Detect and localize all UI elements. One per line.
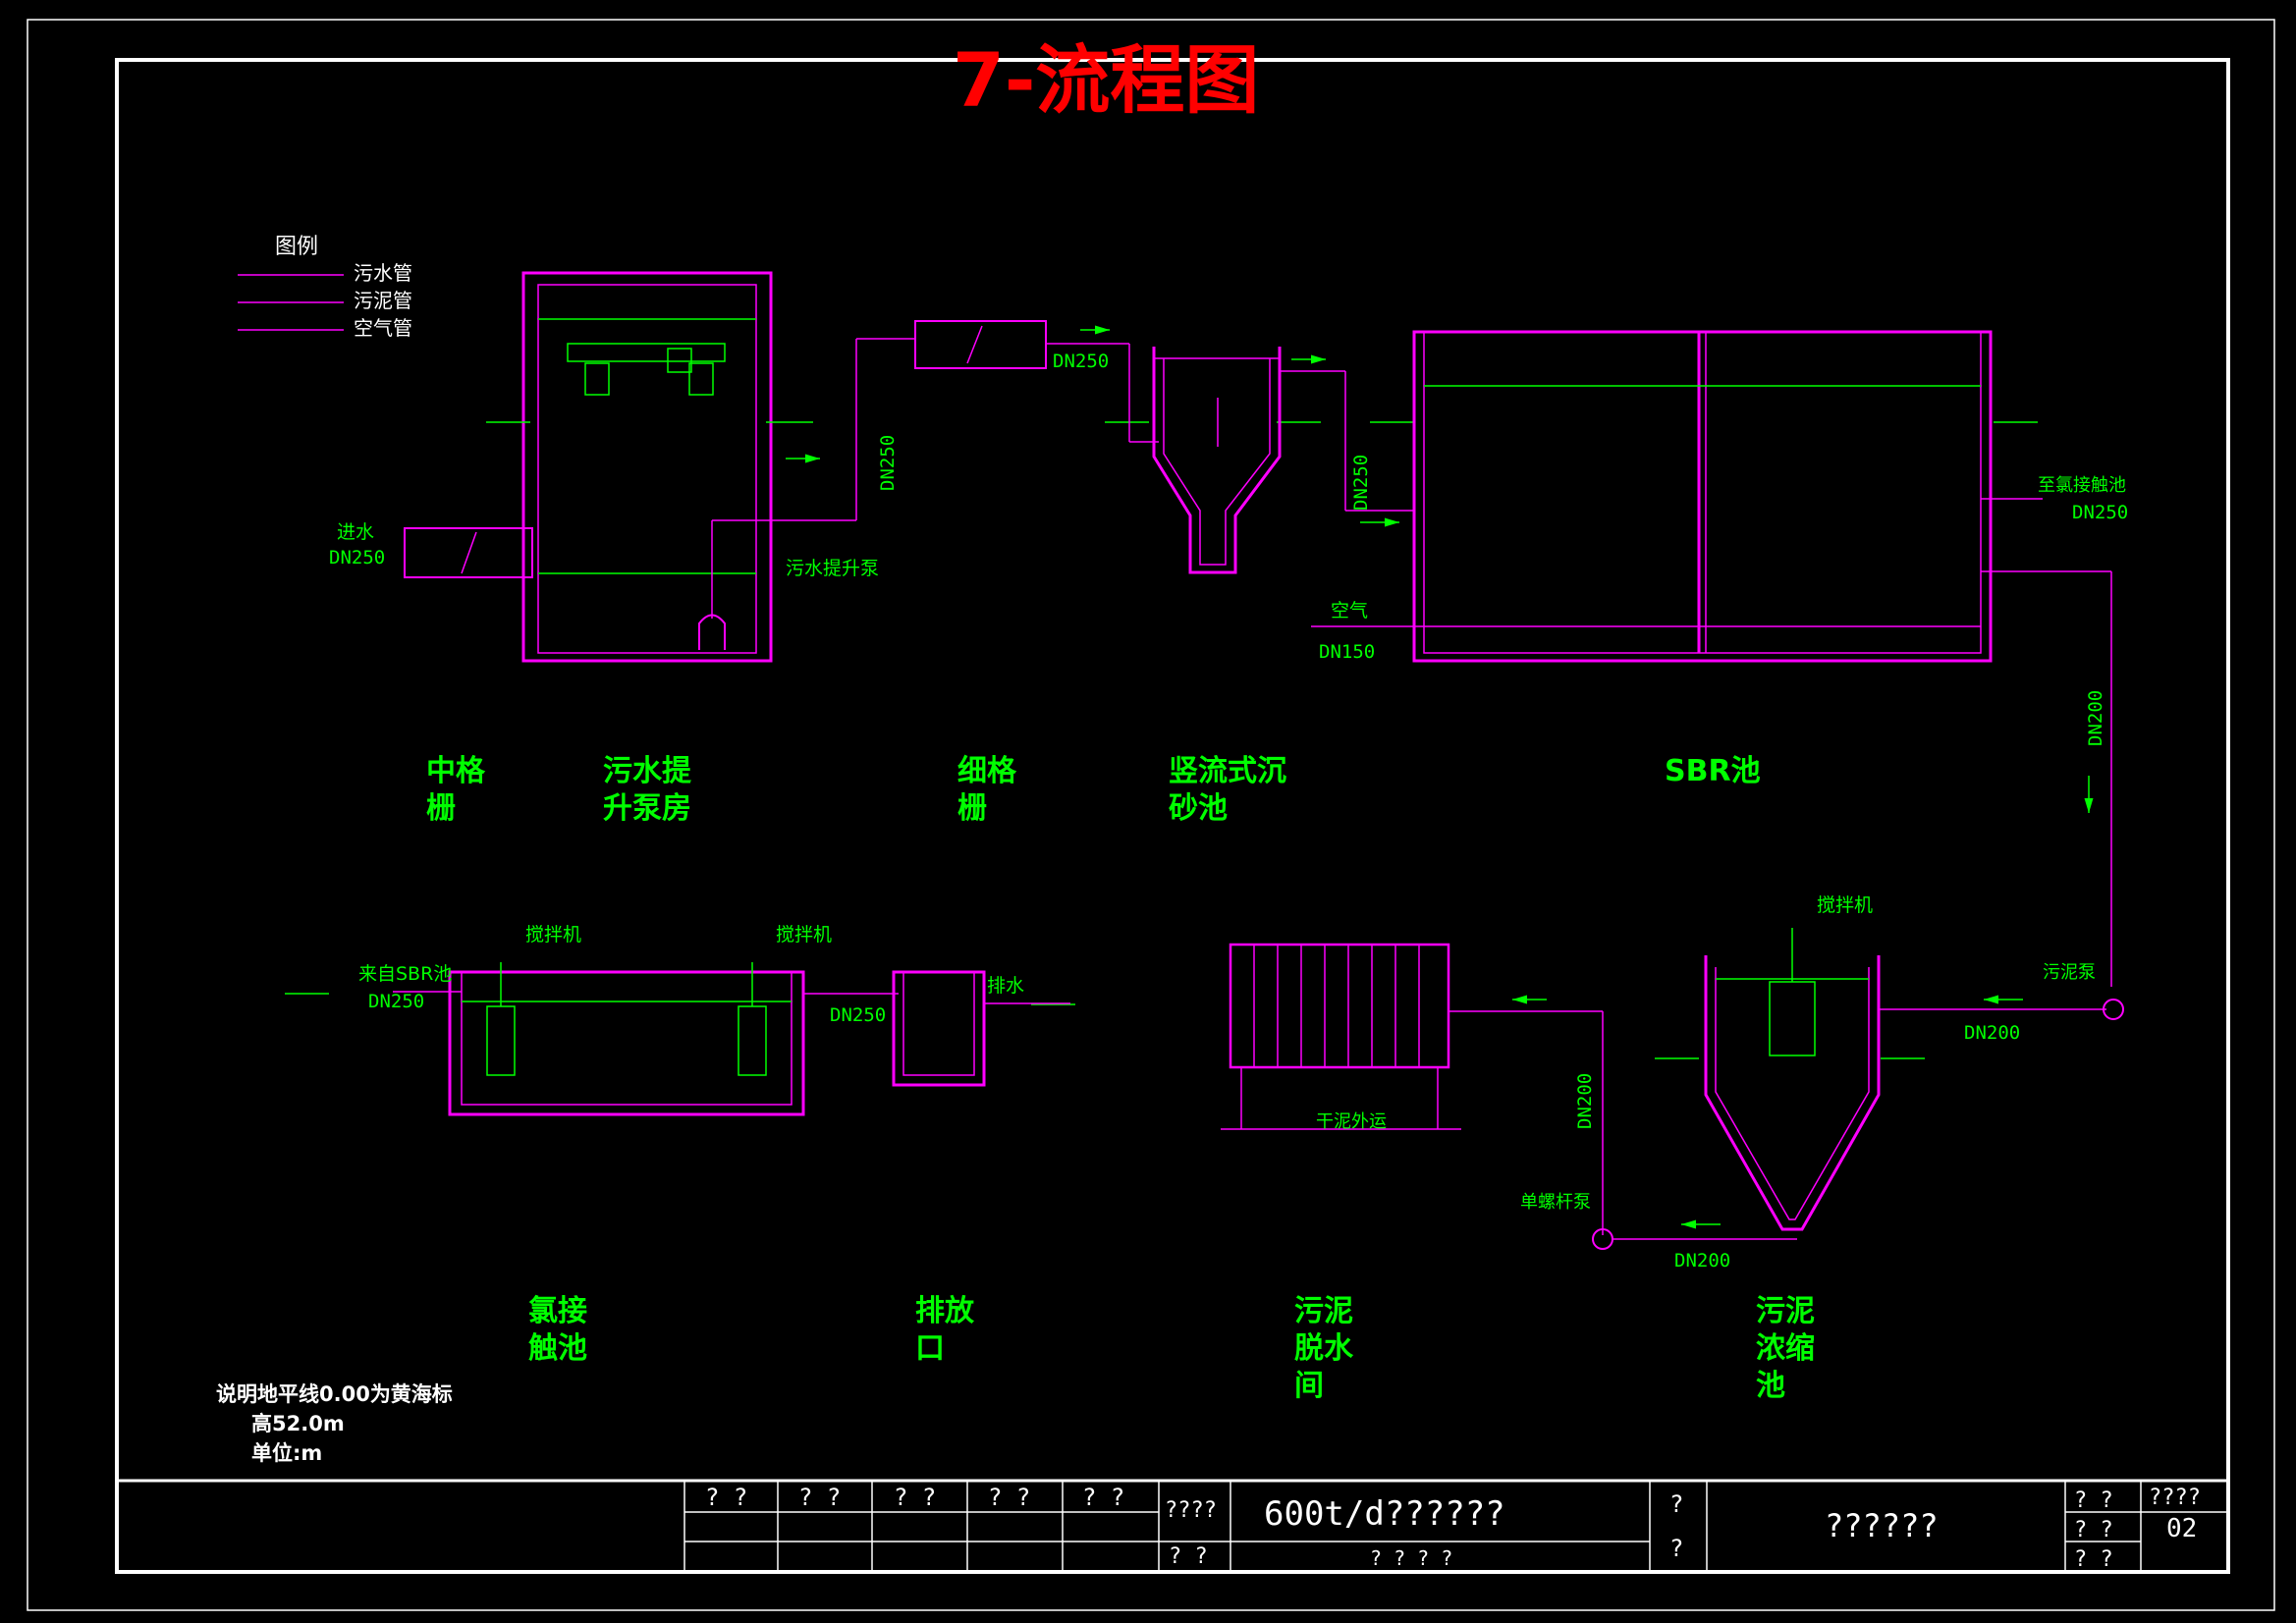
mixer-2-label: 搅拌机 <box>776 924 832 946</box>
legend-item-air: 空气管 <box>354 316 412 340</box>
ground-marks <box>285 421 2038 1059</box>
sign-cell-4: ? ? <box>988 1484 1030 1511</box>
unit-fine-screen-2: 栅 <box>957 791 987 826</box>
title-block-q1: ? <box>1669 1490 1683 1518</box>
unit-sbr: SBR池 <box>1665 754 1761 788</box>
sbr-tank-structure <box>1311 330 2112 987</box>
dry-sludge-label: 干泥外运 <box>1316 1111 1387 1132</box>
title-block-q2: ? <box>1669 1535 1683 1562</box>
sludge-pump-symbol <box>2103 999 2124 1020</box>
unit-fine-screen-1: 细格 <box>957 754 1017 788</box>
chlorine-tank-structure <box>393 962 899 1116</box>
to-chlorine-label: 至氯接触池 <box>2038 475 2126 496</box>
screw-pump-label: 单螺杆泵 <box>1520 1192 1591 1213</box>
project-sub: ? ? ? ? <box>1370 1546 1452 1570</box>
air-label: 空气 <box>1331 600 1368 622</box>
title-block-r3: ? ? <box>2074 1547 2113 1572</box>
note-line-2: 高52.0m <box>251 1412 345 1435</box>
dn200-vert-label: DN200 <box>1574 1073 1596 1129</box>
inlet-label: 进水 <box>337 521 374 543</box>
title-block-r2: ? ? <box>2074 1518 2113 1542</box>
unit-pump-house-1: 污水提 <box>603 754 692 788</box>
from-sbr-dn-label: DN250 <box>368 991 424 1012</box>
unit-thickener-3: 池 <box>1756 1369 1785 1403</box>
dn250-fine-label: DN250 <box>1053 351 1109 372</box>
unit-chlorine-2: 触池 <box>528 1331 587 1366</box>
to-chlorine-dn-label: DN250 <box>2072 502 2128 523</box>
sign-cell-5: ? ? <box>1082 1484 1124 1511</box>
sludge-pump-label: 污泥泵 <box>2043 962 2096 983</box>
fine-screen-structure <box>914 320 1159 443</box>
pump-note-label: 污水提升泵 <box>786 558 879 579</box>
drawing-frame <box>115 58 2230 1574</box>
sign-cell-2: ? ? <box>798 1484 841 1511</box>
unit-thickener-2: 浓缩 <box>1756 1331 1815 1366</box>
unit-medium-screen-1: 中格 <box>426 754 486 788</box>
discharge-label: 排水 <box>987 975 1024 997</box>
drawing-title: 7-流程图 <box>953 36 1259 124</box>
dn250-out-label: DN250 <box>830 1004 886 1026</box>
unit-outfall-2: 口 <box>915 1331 945 1366</box>
unit-dewater-2: 脱水 <box>1294 1331 1354 1366</box>
dn200-bottom-label: DN200 <box>1964 1022 2020 1044</box>
legend: 图例 污水管 污泥管 空气管 <box>238 235 412 340</box>
drawing-number: 02 <box>2166 1514 2197 1543</box>
unit-pump-house-2: 升泵房 <box>603 791 691 826</box>
note-line-3: 单位:m <box>251 1441 322 1465</box>
legend-item-sludge: 污泥管 <box>354 289 412 312</box>
from-sbr-label: 来自SBR池 <box>358 963 452 985</box>
dn250-vertical-label: DN250 <box>877 435 899 491</box>
unit-chlorine-1: 氯接 <box>528 1294 587 1328</box>
inlet-channel <box>404 527 533 578</box>
pump-house-structure <box>521 271 915 663</box>
outer-sheet-border <box>27 19 2275 1611</box>
title-block <box>117 1479 2228 1572</box>
thickener-mixer-label: 搅拌机 <box>1817 894 1873 916</box>
title-block-r1: ? ? <box>2074 1488 2113 1513</box>
dewatering-structure <box>1221 943 1604 1235</box>
legend-item-sewage: 污水管 <box>354 261 412 285</box>
unit-outfall-1: 排放 <box>915 1294 975 1328</box>
unit-dewater-1: 污泥 <box>1294 1294 1353 1328</box>
unit-dewater-3: 间 <box>1294 1369 1324 1403</box>
legend-heading: 图例 <box>275 235 318 259</box>
unit-thickener-1: 污泥 <box>1756 1294 1815 1328</box>
dn200-right-label: DN200 <box>2085 690 2106 746</box>
thickener-structure <box>1704 928 2106 1231</box>
dn250-grit-label: DN250 <box>1350 455 1372 511</box>
air-dn-label: DN150 <box>1319 641 1375 663</box>
unit-grit-1: 竖流式沉 <box>1169 754 1286 788</box>
outfall-structure <box>892 970 1070 1087</box>
grit-chamber-structure <box>1152 347 1414 574</box>
mixer-1-label: 搅拌机 <box>525 924 581 946</box>
drawing-name: ?????? <box>1825 1507 1939 1544</box>
inlet-dn-label: DN250 <box>329 547 385 568</box>
unit-medium-screen-2: 栅 <box>426 791 456 826</box>
project-name: 600t/d?????? <box>1264 1494 1505 1534</box>
sign-cell-3: ? ? <box>894 1484 936 1511</box>
unit-grit-2: 砂池 <box>1169 791 1228 826</box>
note-line-1: 说明地平线0.00为黄海标 <box>216 1382 453 1406</box>
dn200-thick-label: DN200 <box>1674 1250 1730 1271</box>
title-block-left-small: ???? <box>1165 1498 1217 1523</box>
sign-cell-1: ? ? <box>705 1484 747 1511</box>
title-block-left-small-2: ? ? <box>1169 1544 1208 1569</box>
drawing-number-label: ???? <box>2149 1486 2201 1510</box>
